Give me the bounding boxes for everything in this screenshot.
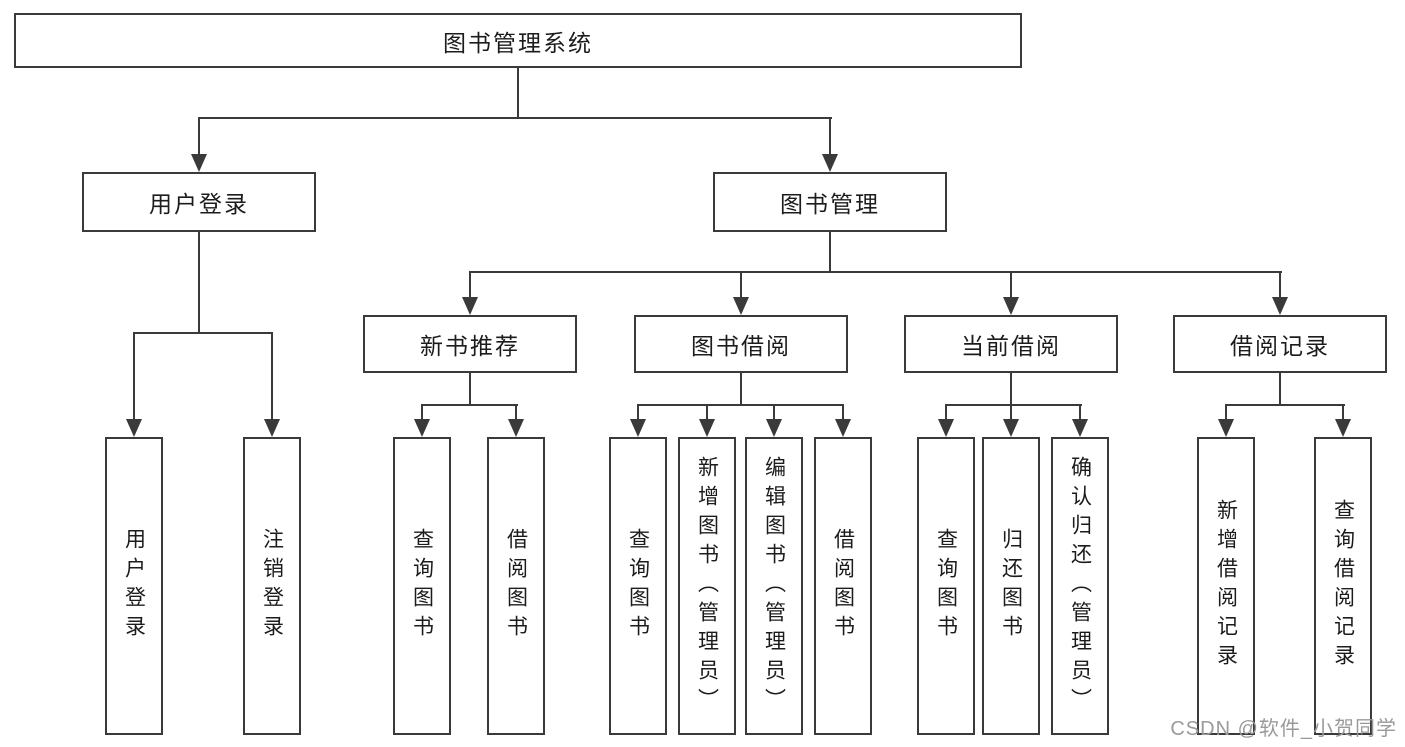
arrow-down-icon bbox=[1003, 419, 1019, 437]
connector bbox=[198, 232, 200, 334]
arrow-down-icon bbox=[191, 154, 207, 172]
connector bbox=[1010, 271, 1012, 301]
leaf-borrow-book: 借阅图书 bbox=[814, 437, 872, 735]
connector bbox=[1279, 271, 1281, 301]
connector bbox=[842, 404, 844, 423]
connector bbox=[1079, 404, 1081, 423]
connector bbox=[829, 117, 831, 158]
leaf-query-borrow-record: 查询借阅记录 bbox=[1314, 437, 1372, 735]
connector bbox=[945, 404, 1082, 406]
leaf-label: 借阅图书 bbox=[831, 528, 855, 644]
leaf-label: 新增借阅记录 bbox=[1214, 499, 1238, 673]
arrow-down-icon bbox=[508, 419, 524, 437]
arrow-down-icon bbox=[835, 419, 851, 437]
connector bbox=[706, 404, 708, 423]
leaf-label: 查询图书 bbox=[934, 528, 958, 644]
arrow-down-icon bbox=[766, 419, 782, 437]
arrow-down-icon bbox=[126, 419, 142, 437]
connector bbox=[421, 404, 518, 406]
node-current-borrow: 当前借阅 bbox=[904, 315, 1118, 373]
arrow-down-icon bbox=[733, 297, 749, 315]
leaf-edit-book-admin: 编辑图书（管理员） bbox=[745, 437, 803, 735]
node-label: 图书借阅 bbox=[691, 333, 791, 359]
leaf-label: 查询图书 bbox=[626, 528, 650, 644]
leaf-borrow-book-recommend: 借阅图书 bbox=[487, 437, 545, 735]
connector bbox=[945, 404, 947, 423]
leaf-label: 查询图书 bbox=[410, 528, 434, 644]
leaf-logout: 注销登录 bbox=[243, 437, 301, 735]
connector bbox=[133, 332, 135, 423]
connector bbox=[740, 271, 742, 301]
connector bbox=[829, 232, 831, 273]
connector bbox=[1225, 404, 1227, 423]
connector bbox=[637, 404, 844, 406]
arrow-down-icon bbox=[1272, 297, 1288, 315]
arrow-down-icon bbox=[264, 419, 280, 437]
arrow-down-icon bbox=[1335, 419, 1351, 437]
connector bbox=[1010, 404, 1012, 423]
node-book-management: 图书管理 bbox=[713, 172, 947, 232]
connector bbox=[469, 373, 471, 406]
connector bbox=[1342, 404, 1344, 423]
leaf-user-login: 用户登录 bbox=[105, 437, 163, 735]
arrow-down-icon bbox=[1072, 419, 1088, 437]
node-label: 借阅记录 bbox=[1230, 333, 1330, 359]
leaf-label: 用户登录 bbox=[122, 528, 146, 644]
arrow-down-icon bbox=[1218, 419, 1234, 437]
leaf-label: 归还图书 bbox=[999, 528, 1023, 644]
node-label: 图书管理 bbox=[780, 191, 880, 217]
connector bbox=[740, 373, 742, 406]
node-label: 用户登录 bbox=[149, 191, 249, 217]
arrow-down-icon bbox=[822, 154, 838, 172]
connector bbox=[198, 117, 832, 119]
leaf-query-book-recommend: 查询图书 bbox=[393, 437, 451, 735]
connector bbox=[515, 404, 517, 423]
leaf-add-borrow-record: 新增借阅记录 bbox=[1197, 437, 1255, 735]
node-label: 图书管理系统 bbox=[443, 29, 593, 56]
leaf-label: 确认归还（管理员） bbox=[1068, 455, 1092, 717]
leaf-label: 编辑图书（管理员） bbox=[762, 455, 786, 717]
leaf-label: 新增图书（管理员） bbox=[695, 455, 719, 717]
node-label: 新书推荐 bbox=[420, 333, 520, 359]
connector bbox=[271, 332, 273, 423]
node-new-book-recommend: 新书推荐 bbox=[363, 315, 577, 373]
connector bbox=[198, 117, 200, 158]
connector bbox=[773, 404, 775, 423]
leaf-return-book: 归还图书 bbox=[982, 437, 1040, 735]
leaf-query-current-borrow: 查询图书 bbox=[917, 437, 975, 735]
arrow-down-icon bbox=[630, 419, 646, 437]
connector bbox=[469, 271, 1282, 273]
connector bbox=[517, 68, 519, 118]
connector bbox=[1279, 373, 1281, 406]
connector bbox=[637, 404, 639, 423]
connector bbox=[469, 271, 471, 301]
leaf-label: 查询借阅记录 bbox=[1331, 499, 1355, 673]
connector bbox=[421, 404, 423, 423]
arrow-down-icon bbox=[1003, 297, 1019, 315]
leaf-query-book-borrow: 查询图书 bbox=[609, 437, 667, 735]
node-user-login: 用户登录 bbox=[82, 172, 316, 232]
connector bbox=[133, 332, 273, 334]
connector bbox=[1225, 404, 1345, 406]
node-root-system: 图书管理系统 bbox=[14, 13, 1022, 68]
leaf-confirm-return-admin: 确认归还（管理员） bbox=[1051, 437, 1109, 735]
leaf-add-book-admin: 新增图书（管理员） bbox=[678, 437, 736, 735]
node-book-borrow: 图书借阅 bbox=[634, 315, 848, 373]
connector bbox=[1010, 373, 1012, 406]
node-borrow-records: 借阅记录 bbox=[1173, 315, 1387, 373]
node-label: 当前借阅 bbox=[961, 333, 1061, 359]
arrow-down-icon bbox=[938, 419, 954, 437]
arrow-down-icon bbox=[699, 419, 715, 437]
csdn-watermark: CSDN @软件_小贺同学 bbox=[1170, 718, 1397, 740]
leaf-label: 借阅图书 bbox=[504, 528, 528, 644]
arrow-down-icon bbox=[462, 297, 478, 315]
arrow-down-icon bbox=[414, 419, 430, 437]
leaf-label: 注销登录 bbox=[260, 528, 284, 644]
